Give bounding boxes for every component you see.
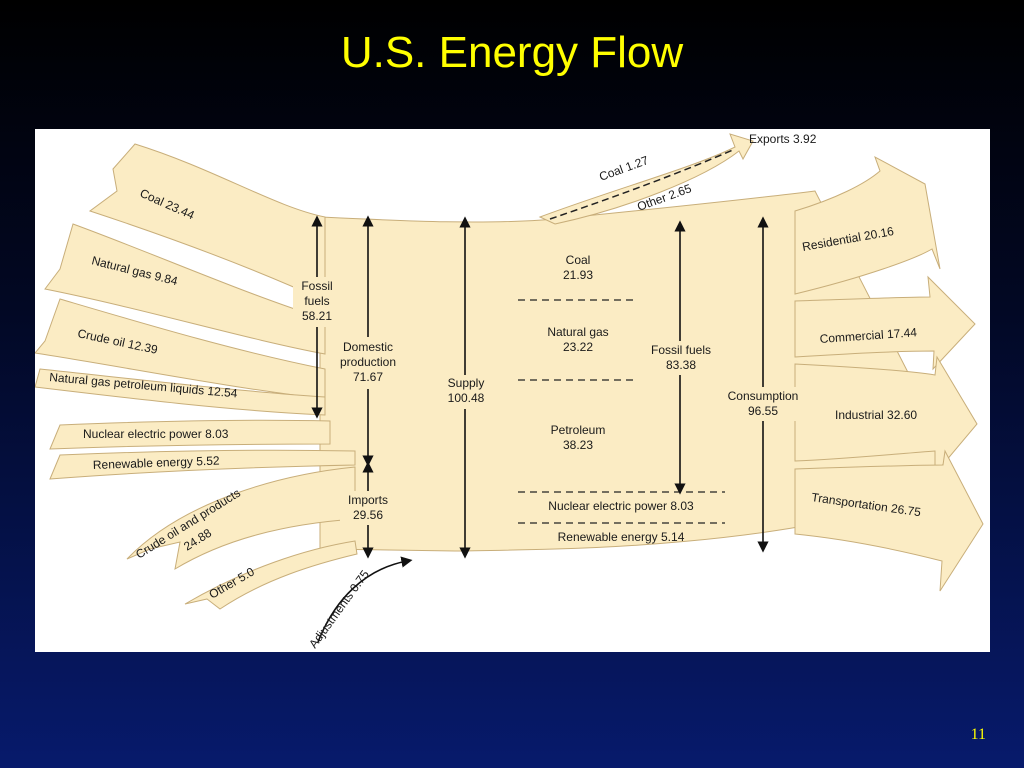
breakdown-petroleum-name: Petroleum [551, 423, 606, 437]
sector-label-commercial: Commercial 17.44 [819, 325, 917, 346]
breakdown-petroleum-value: 38.23 [563, 438, 593, 452]
source-label-nuclear: Nuclear electric power 8.03 [83, 427, 229, 441]
supply-label: Supply [448, 376, 485, 390]
breakdown-coal-name: Coal [566, 253, 591, 267]
industrial-sector-flow [794, 355, 978, 476]
sector-label-industrial: Industrial 32.60 [835, 408, 917, 422]
crude-imports-flow [126, 466, 356, 570]
other-imports-flow [184, 540, 358, 610]
ngpl-source-flow [35, 368, 326, 416]
nuclear-source-flow [49, 419, 331, 450]
energy-flow-diagram: Coal 23.44 Natural gas 9.84 Crude oil 12… [35, 129, 990, 652]
breakdown-nuclear: Nuclear electric power 8.03 [548, 499, 694, 513]
breakdown-gas-name: Natural gas [547, 325, 608, 339]
adjustments-label: Adjustments 0.75 [306, 567, 372, 651]
natural-gas-source-flow [44, 223, 326, 355]
source-label-renewable: Renewable energy 5.52 [93, 454, 221, 472]
fossil-fuels-consumption-label: Fossil fuels [651, 343, 711, 357]
energy-flow-svg: Coal 23.44 Natural gas 9.84 Crude oil 12… [35, 132, 984, 651]
fossil-fuels-production-value: 58.21 [302, 309, 332, 323]
breakdown-coal-value: 21.93 [563, 268, 593, 282]
imports-value: 29.56 [353, 508, 383, 522]
fossil-fuels-production-line2: fuels [304, 294, 329, 308]
slide-title: U.S. Energy Flow [340, 28, 684, 77]
commercial-sector-flow [794, 275, 976, 371]
domestic-production-line1: Domestic [343, 340, 393, 354]
transportation-sector-flow [794, 449, 984, 592]
consumption-label: Consumption [728, 389, 799, 403]
residential-sector-flow [794, 155, 941, 295]
exports-label: Exports 3.92 [749, 132, 817, 146]
breakdown-renewable: Renewable energy 5.14 [558, 530, 685, 544]
fossil-fuels-production-line1: Fossil [301, 279, 332, 293]
exports-flow [538, 133, 754, 225]
supply-value: 100.48 [448, 391, 485, 405]
breakdown-gas-value: 23.22 [563, 340, 593, 354]
consumption-value: 96.55 [748, 404, 778, 418]
renewable-source-flow [49, 449, 356, 480]
exports-dashed-divider [549, 148, 736, 220]
domestic-production-line2: production [340, 355, 396, 369]
domestic-production-value: 71.67 [353, 370, 383, 384]
adjustments-arrow [317, 556, 413, 643]
exports-coal-label: Coal 1.27 [597, 153, 650, 184]
imports-label: Imports [348, 493, 388, 507]
page-number: 11 [970, 726, 986, 743]
fossil-fuels-consumption-value: 83.38 [666, 358, 696, 372]
